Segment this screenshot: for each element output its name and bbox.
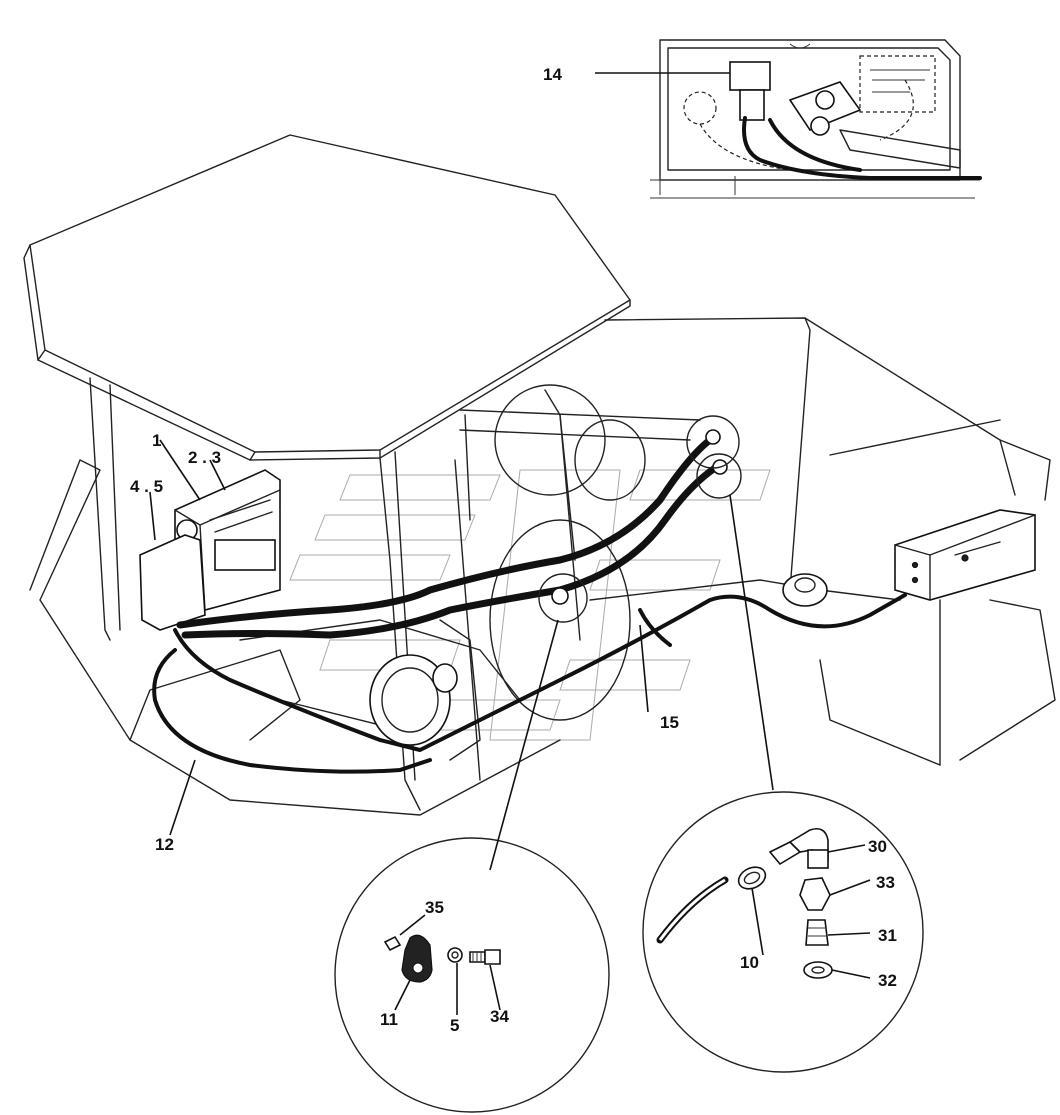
label-10: 10 [740, 953, 759, 972]
label-35: 35 [425, 898, 444, 917]
control-box [894, 509, 1036, 601]
heater-unit [139, 469, 281, 631]
label-4-5: 4 . 5 [130, 477, 163, 496]
detail-fittings [642, 791, 924, 1073]
label-2-3: 2 . 3 [188, 448, 221, 467]
label-32: 32 [878, 971, 897, 990]
leader-lines [149, 72, 871, 1015]
label-1: 1 [152, 431, 161, 450]
label-31: 31 [878, 926, 897, 945]
label-30: 30 [868, 837, 887, 856]
label-5: 5 [450, 1016, 459, 1035]
inset-detail [650, 39, 982, 199]
detail-clamp [334, 837, 610, 1113]
lower-chassis [29, 459, 1056, 816]
part-labels: 1 2 . 3 4 . 5 14 15 12 35 11 5 34 10 30 … [130, 65, 897, 1035]
watermark-logo [289, 469, 771, 741]
callout-circles [538, 415, 742, 623]
label-15: 15 [660, 713, 679, 732]
roof-canopy [23, 134, 631, 461]
label-12: 12 [155, 835, 174, 854]
label-14: 14 [543, 65, 562, 84]
label-11: 11 [380, 1010, 398, 1029]
label-34: 34 [490, 1007, 509, 1026]
label-33: 33 [876, 873, 895, 892]
hoses [152, 429, 907, 774]
